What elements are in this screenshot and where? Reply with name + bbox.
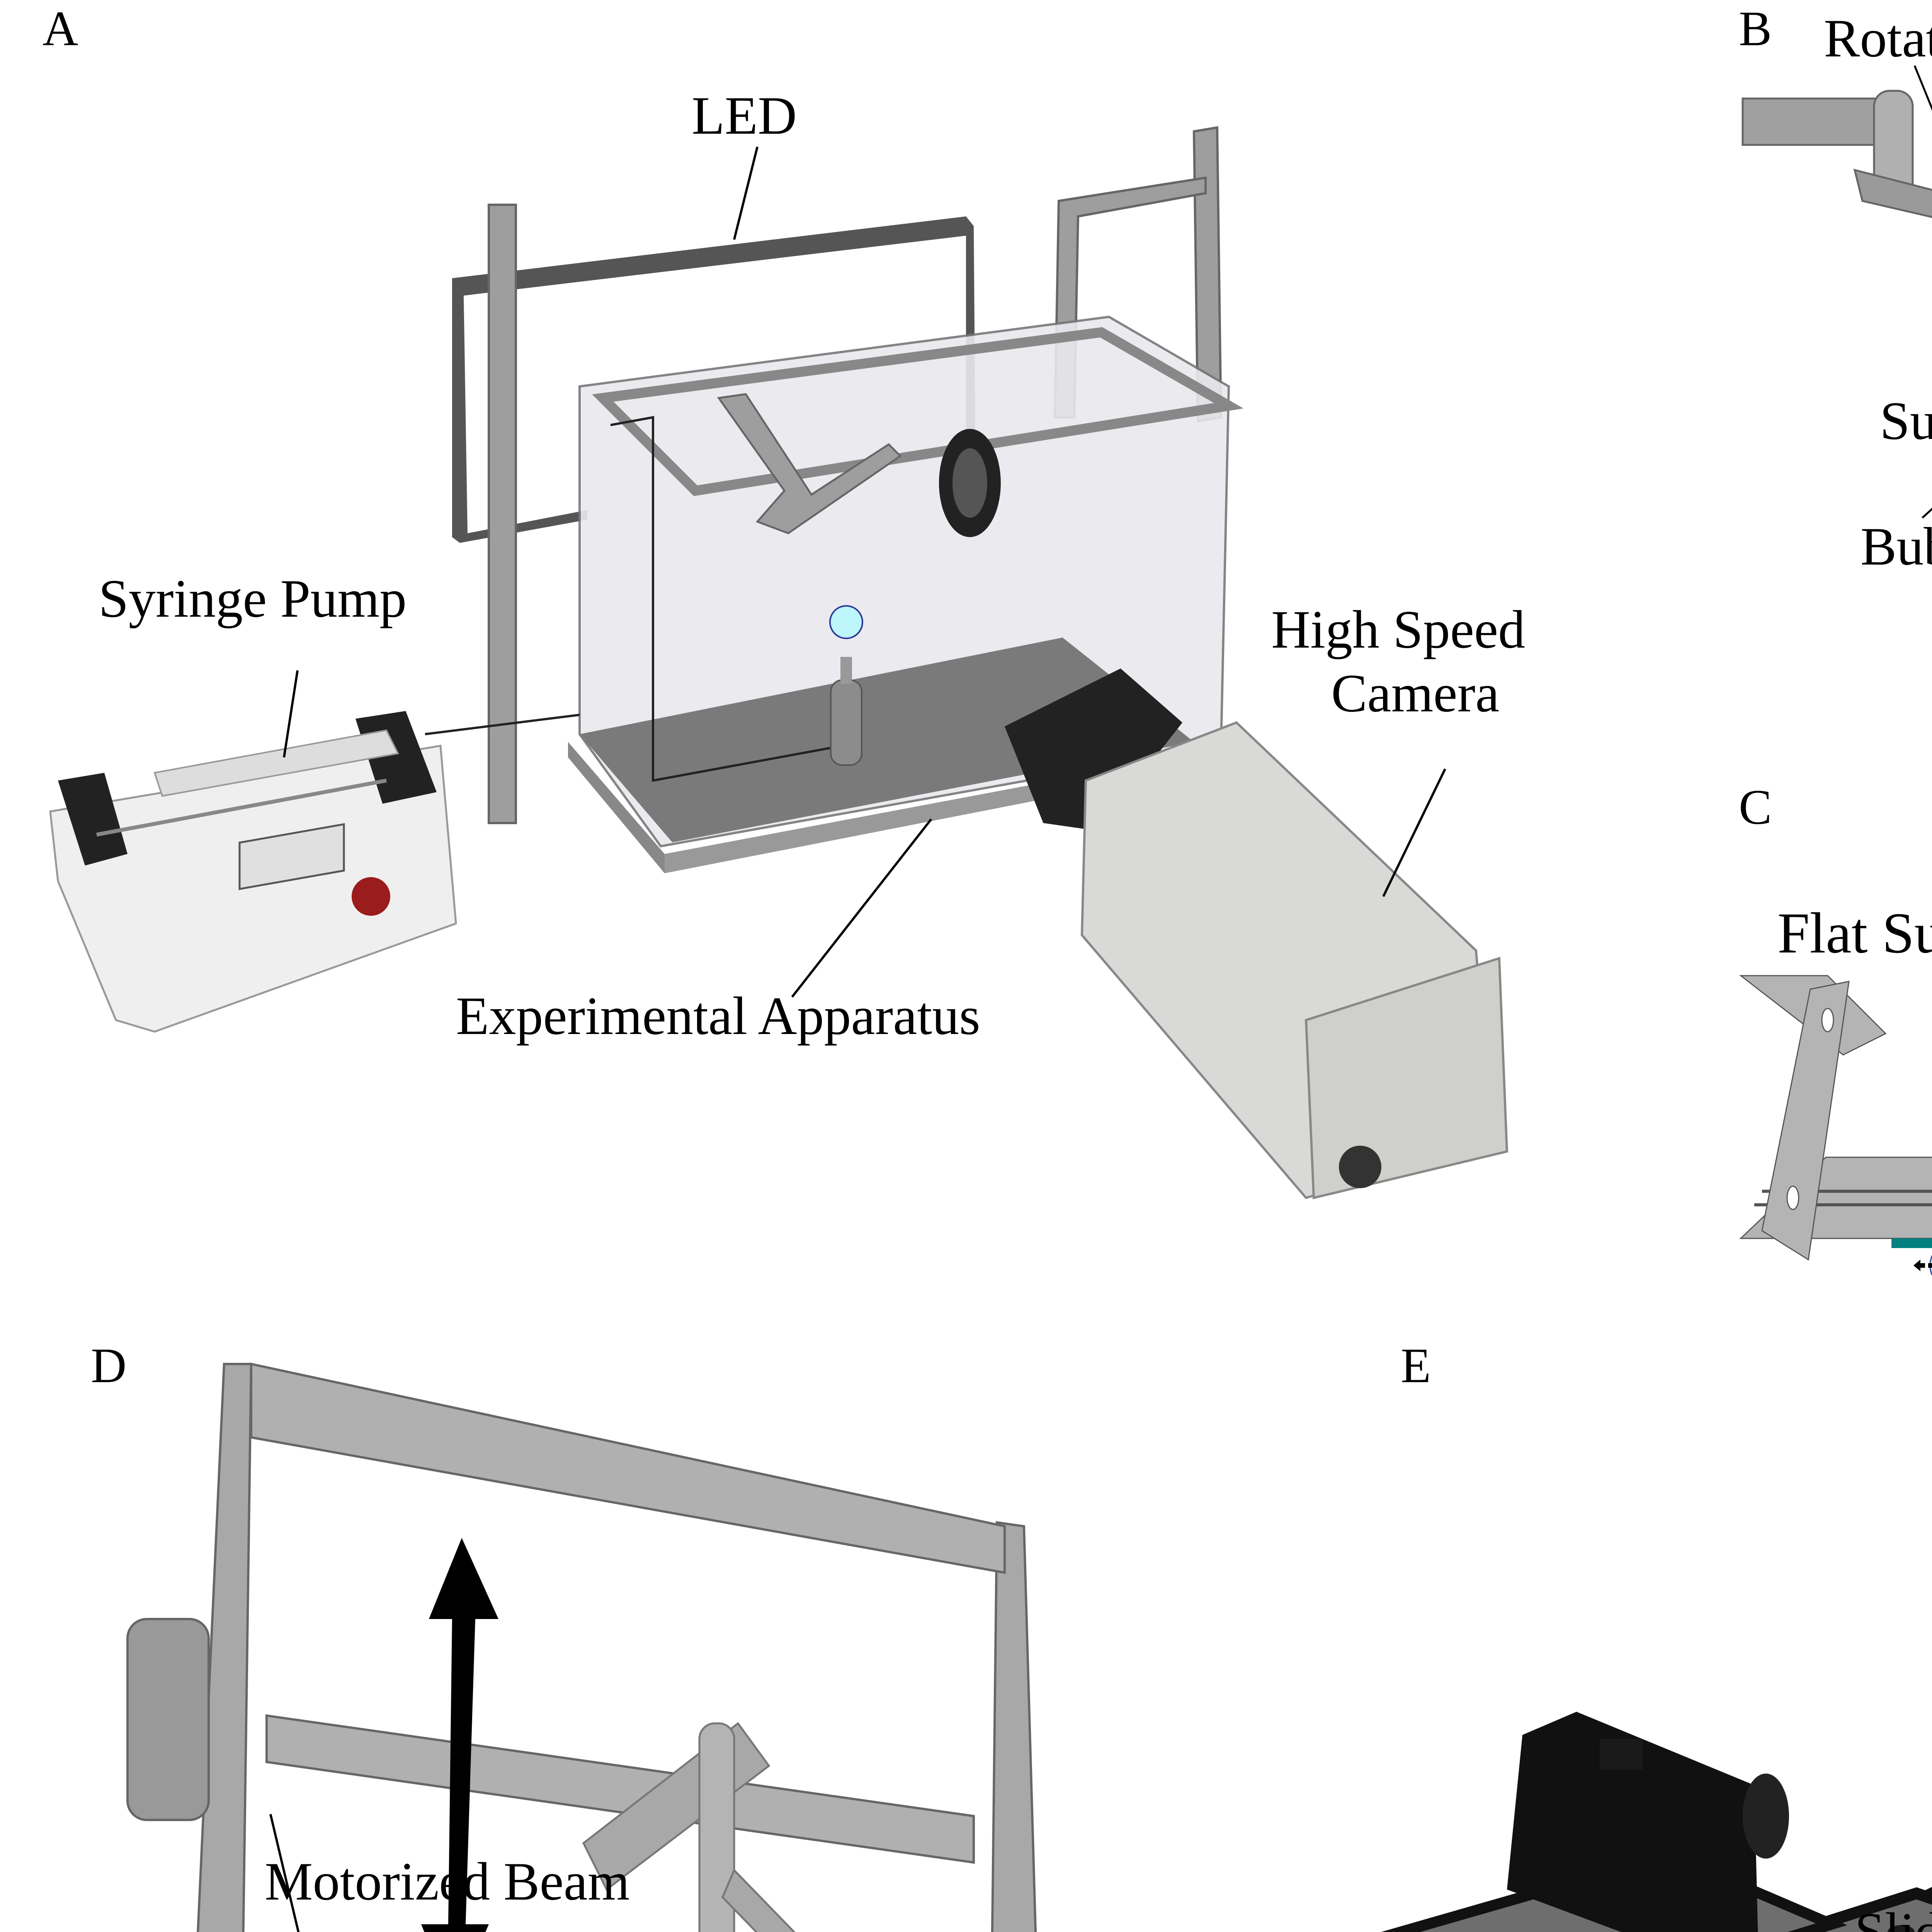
rotatable-beam-illustration bbox=[1742, 65, 1932, 519]
breadboard-holes bbox=[1888, 1925, 1915, 1932]
panel-e: E bbox=[1314, 1275, 1932, 1932]
camera-setup-illustration bbox=[1381, 1712, 1932, 1932]
motor-icon bbox=[126, 1618, 210, 1821]
flat-surface-diagram bbox=[1739, 975, 1932, 1276]
surface-comparison-illustration bbox=[1739, 975, 1932, 1276]
label-high-speed-camera-line1: High Speed bbox=[1271, 600, 1526, 660]
syringe-pump-icon bbox=[49, 711, 580, 1033]
panel-letter-d: D bbox=[91, 1338, 127, 1393]
apparatus-illustration bbox=[49, 126, 1509, 1199]
panel-d: D Motorized Beam Dirty Slide bbox=[0, 1275, 1314, 1932]
frame-post-left bbox=[488, 204, 517, 824]
label-motorized-beam: Motorized Beam bbox=[265, 1852, 630, 1912]
panel-a: A bbox=[43, 1, 1526, 1199]
label-bubble: Bubble bbox=[1861, 517, 1932, 577]
camera-icon bbox=[1507, 1712, 1789, 1932]
panel-letter-c: C bbox=[1739, 780, 1772, 835]
label-experimental-apparatus: Experimental Apparatus bbox=[456, 986, 980, 1046]
up-down-arrow-icon bbox=[421, 1538, 498, 1932]
panel-b: B bbox=[1739, 0, 1932, 734]
high-speed-camera-icon bbox=[1005, 668, 1509, 1199]
panel-letter-a: A bbox=[43, 1, 78, 56]
bubble-icon bbox=[829, 605, 863, 639]
label-flat-surface: Flat Surface bbox=[1777, 901, 1932, 965]
label-syringe-pump: Syringe Pump bbox=[99, 569, 407, 629]
label-high-speed-camera-line2: Camera bbox=[1331, 663, 1500, 723]
panel-letter-e: E bbox=[1401, 1338, 1431, 1393]
label-led: LED bbox=[692, 86, 797, 146]
label-surface: Surface bbox=[1880, 391, 1932, 451]
panel-letter-b: B bbox=[1739, 1, 1772, 56]
label-slide-holder: Slide Holder bbox=[1855, 1902, 1932, 1932]
panel-c: C bbox=[1739, 734, 1932, 1276]
label-rotatable-beam: Rotatable Beam bbox=[1824, 9, 1932, 68]
motorized-beam-illustration bbox=[126, 1362, 1037, 1932]
